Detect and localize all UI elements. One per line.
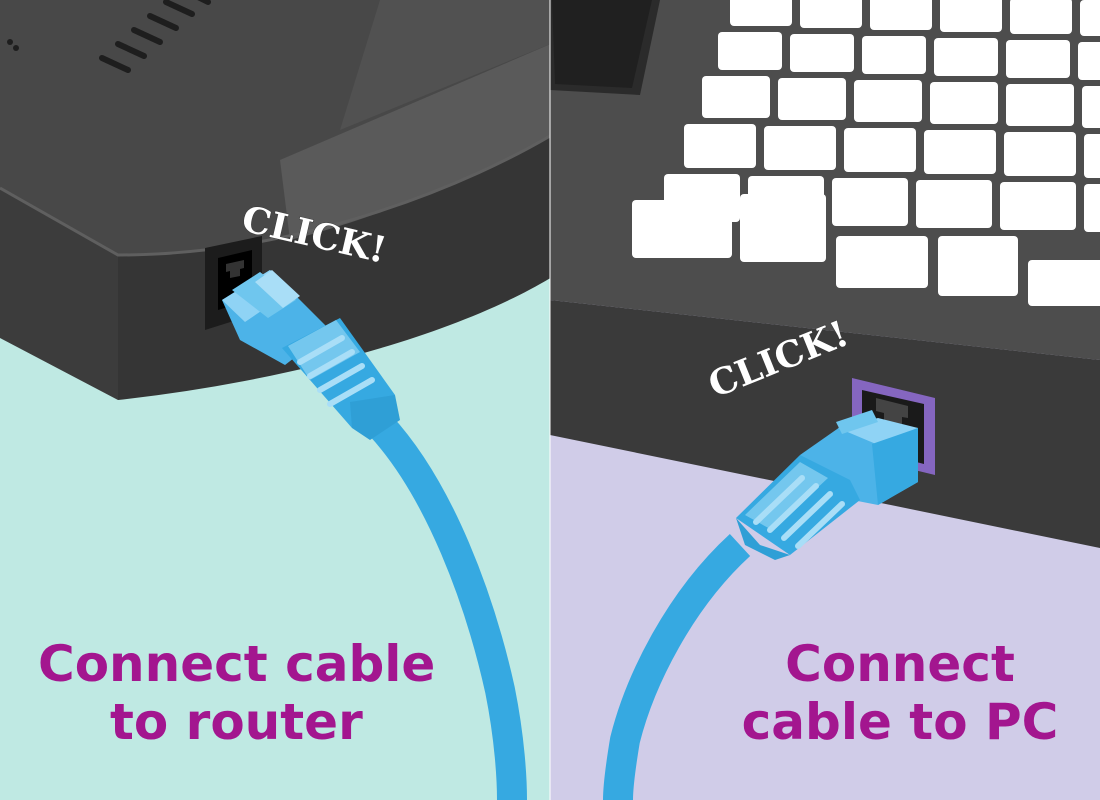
laptop-icon — [550, 0, 1100, 548]
caption-left: Connect cable to router — [38, 635, 435, 751]
ethernet-cable-icon — [368, 414, 527, 800]
keyboard — [632, 0, 1100, 306]
ethernet-connector-left — [222, 270, 400, 440]
ethernet-cable-icon-pc — [603, 533, 751, 800]
right-panel: CLICK! — [550, 0, 1100, 800]
caption-right-line1: Connect — [785, 635, 1015, 693]
caption-left-line2: to router — [110, 693, 363, 751]
caption-right: Connect cable to PC — [740, 635, 1060, 751]
left-panel: CLICK! — [0, 0, 550, 800]
ethernet-connector-right — [736, 410, 918, 560]
router-vents — [99, 0, 211, 73]
caption-left-line1: Connect cable — [38, 635, 436, 693]
caption-right-line2: cable to PC — [741, 693, 1059, 751]
router-icon — [0, 0, 550, 400]
